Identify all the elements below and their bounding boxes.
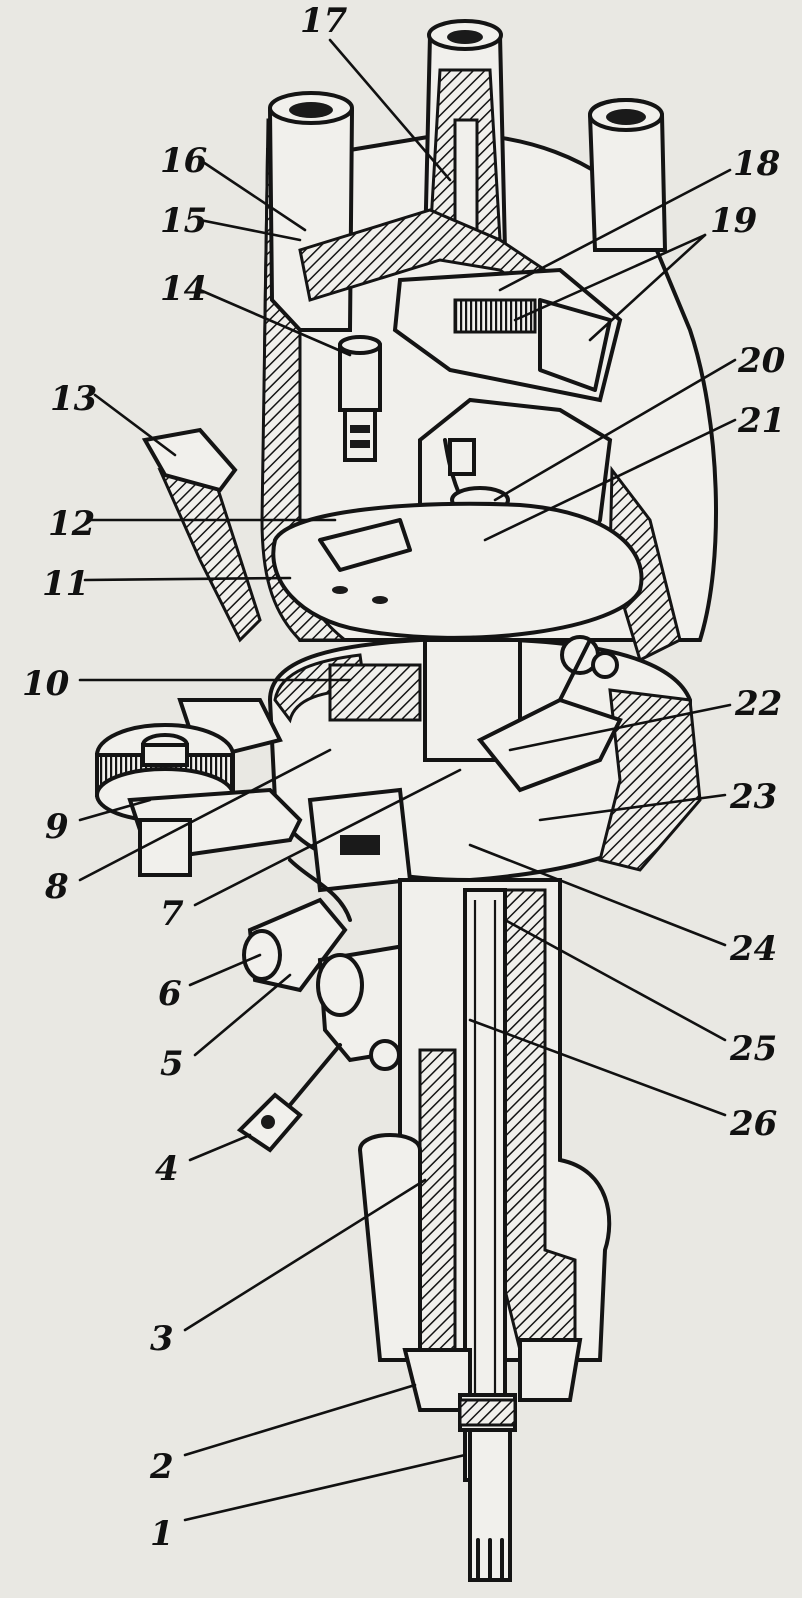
label-26: 26 xyxy=(729,1104,777,1144)
label-17: 17 xyxy=(300,1,348,41)
distributor-drawing xyxy=(95,19,718,1582)
label-25: 25 xyxy=(729,1029,777,1069)
label-6: 6 xyxy=(158,974,182,1014)
label-5: 5 xyxy=(160,1044,184,1084)
label-11: 11 xyxy=(42,564,89,604)
leader-lines xyxy=(78,38,737,1522)
label-24: 24 xyxy=(729,929,777,969)
label-3: 3 xyxy=(150,1319,174,1359)
part-labels: 1 2 3 4 5 6 7 8 9 10 11 12 13 14 15 16 1… xyxy=(22,1,786,1554)
label-16: 16 xyxy=(160,141,207,181)
label-13: 13 xyxy=(50,379,97,419)
label-21: 21 xyxy=(737,401,785,441)
label-20: 20 xyxy=(737,341,786,381)
label-19: 19 xyxy=(710,201,757,241)
label-4: 4 xyxy=(155,1149,179,1189)
label-2: 2 xyxy=(149,1447,174,1487)
shaft-housing-section-right xyxy=(503,888,577,1352)
label-7: 7 xyxy=(160,894,184,934)
label-10: 10 xyxy=(22,664,70,704)
label-15: 15 xyxy=(160,201,207,241)
breaker-arm xyxy=(476,697,623,793)
flange xyxy=(357,1133,422,1362)
label-23: 23 xyxy=(729,777,777,817)
label-8: 8 xyxy=(44,867,69,907)
breaker-plate xyxy=(271,501,644,640)
arm-clip xyxy=(141,427,238,493)
label-14: 14 xyxy=(160,269,207,309)
label-1: 1 xyxy=(150,1514,174,1554)
label-22: 22 xyxy=(734,684,782,724)
advance-arm xyxy=(157,468,262,643)
low-tension-wire xyxy=(288,858,352,922)
label-9: 9 xyxy=(45,807,69,847)
label-12: 12 xyxy=(48,504,95,544)
contact-housing xyxy=(392,267,623,403)
label-18: 18 xyxy=(733,144,780,184)
